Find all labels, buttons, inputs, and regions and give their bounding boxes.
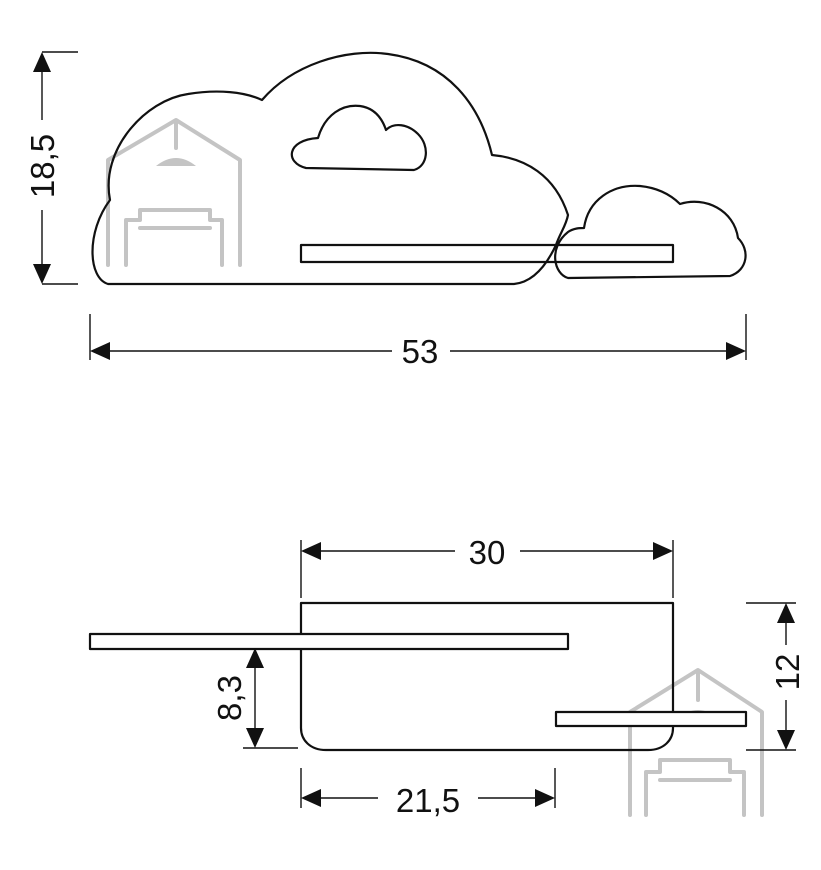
shelf-gap-dimension: 8,3 bbox=[211, 648, 298, 749]
lower-board bbox=[554, 710, 748, 728]
inner-width-dimension: 21,5 bbox=[300, 768, 556, 819]
shelf-gap-label: 8,3 bbox=[211, 675, 248, 721]
front-view: 18,5 53 bbox=[24, 51, 747, 370]
width-label: 53 bbox=[402, 333, 439, 370]
cloud-cutout-outline bbox=[290, 104, 427, 172]
side-height-label: 12 bbox=[769, 654, 806, 691]
width-dimension: 53 bbox=[89, 314, 747, 370]
inner-width-label: 21,5 bbox=[396, 782, 460, 819]
upper-board bbox=[88, 632, 570, 651]
front-shelf-board bbox=[299, 243, 675, 264]
house-sofa-watermark-icon-2 bbox=[628, 668, 764, 817]
side-height-dimension: 12 bbox=[746, 602, 806, 751]
depth-dimension: 30 bbox=[300, 534, 674, 598]
small-cloud-outline bbox=[554, 184, 747, 280]
shelf-body-outline bbox=[299, 601, 675, 752]
height-label: 18,5 bbox=[24, 134, 61, 198]
cloud-shelf-outline bbox=[91, 51, 570, 286]
top-view: 30 8,3 21,5 12 bbox=[88, 534, 806, 819]
house-sofa-watermark-icon bbox=[106, 118, 242, 267]
height-dimension: 18,5 bbox=[24, 51, 78, 285]
depth-label: 30 bbox=[469, 534, 506, 571]
